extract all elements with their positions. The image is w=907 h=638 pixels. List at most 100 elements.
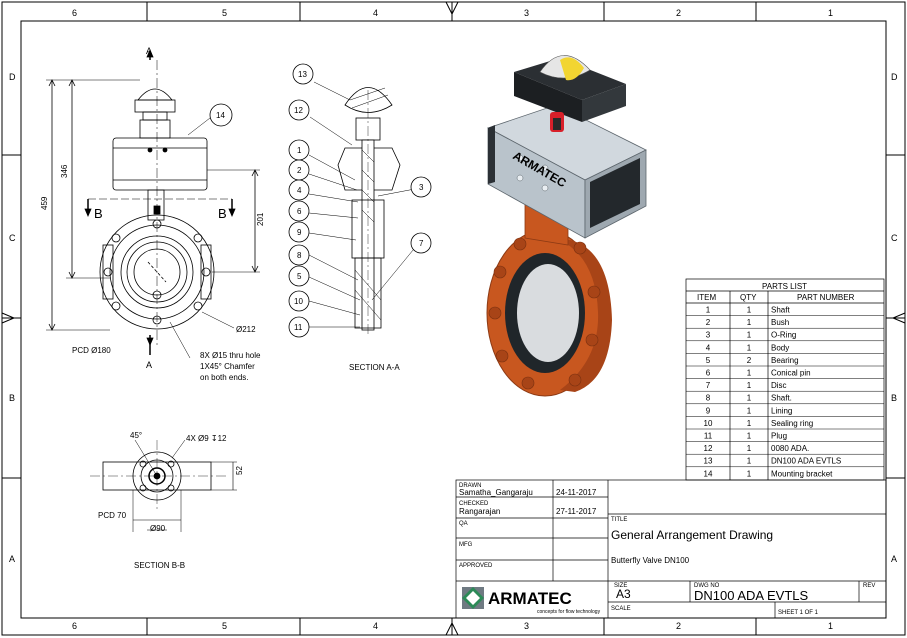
parts-list-qty: 1 (747, 343, 752, 352)
balloon-12: 12 (294, 106, 303, 115)
parts-list-title: PARTS LIST (762, 282, 807, 291)
title-block-grid (455, 479, 887, 619)
drawn-date: 24-11-2017 (556, 488, 597, 497)
parts-list-qty: 1 (747, 444, 752, 453)
zone-row-left-d: D (9, 72, 16, 82)
parts-list-part-number: Shaft (771, 306, 790, 315)
balloon-10: 10 (294, 297, 303, 306)
dimension-346: 346 (60, 164, 69, 178)
zone-labels: 6 5 4 3 2 1 6 5 4 3 2 1 D C B A D C B A (9, 8, 898, 631)
dimension-459: 459 (40, 196, 49, 210)
parts-list-qty: 1 (747, 331, 752, 340)
size-label: SIZE (614, 583, 627, 589)
parts-list-item: 11 (704, 432, 713, 441)
balloon-7: 7 (419, 239, 424, 248)
drawn-label: DRAWN (459, 483, 481, 489)
balloon-3: 3 (419, 183, 424, 192)
parts-list-qty: 1 (747, 469, 752, 478)
parts-list-item: 9 (706, 406, 711, 415)
balloon-5: 5 (297, 272, 302, 281)
zone-col-top-5: 5 (222, 8, 227, 18)
valve-render (486, 55, 647, 397)
parts-list-qty: 1 (747, 381, 752, 390)
section-b-right-label: B (218, 206, 227, 221)
balloon-9: 9 (297, 228, 302, 237)
balloon-4: 4 (297, 186, 302, 195)
rev-label: REV (863, 583, 875, 589)
dimension-pcd-70: PCD 70 (98, 511, 127, 520)
parts-list-part-number: Body (771, 343, 789, 352)
parts-list-item: 2 (706, 318, 711, 327)
zone-col-bot-4: 4 (373, 621, 378, 631)
zone-col-top-1: 1 (828, 8, 833, 18)
zone-col-bot-3: 3 (524, 621, 529, 631)
parts-list-qty: 1 (747, 394, 752, 403)
logo-tagline: concepts for flow technology (537, 609, 601, 615)
balloon-13: 13 (298, 70, 307, 79)
parts-list-qty: 1 (747, 457, 752, 466)
title-block: DRAWN Samatha_Gangaraju 24-11-2017 CHECK… (459, 483, 875, 616)
section-b-left-label: B (94, 206, 103, 221)
zone-col-bot-1: 1 (828, 621, 833, 631)
section-bb-title: SECTION B-B (134, 561, 185, 570)
section-a-top-label: A (146, 46, 152, 56)
parts-list-qty: 1 (747, 369, 752, 378)
parts-list-qty: 1 (747, 318, 752, 327)
parts-list-item: 4 (706, 343, 711, 352)
title-sub: Butterfly Valve DN100 (611, 556, 690, 565)
parts-list-item: 3 (706, 331, 711, 340)
zone-col-bot-2: 2 (676, 621, 681, 631)
balloon-11: 11 (294, 323, 303, 332)
section-a-bottom-label: A (146, 360, 152, 370)
balloon-14-label: 14 (216, 111, 225, 120)
parts-list-item: 6 (706, 369, 711, 378)
parts-list-part-number: 0080 ADA. (771, 444, 809, 453)
parts-list-qty: 1 (747, 419, 752, 428)
parts-list-qty: 2 (747, 356, 752, 365)
parts-list-qty: 1 (747, 406, 752, 415)
hole-note-line-3: on both ends. (200, 373, 248, 382)
holes-note: 4X Ø9 ↧12 (186, 434, 227, 443)
parts-list-item: 5 (706, 356, 711, 365)
parts-list-part-number: Sealing ring (771, 419, 813, 428)
logo-text: ARMATEC (488, 589, 572, 608)
dimension-52: 52 (235, 466, 244, 475)
scale-label: SCALE (611, 606, 631, 612)
zone-col-top-4: 4 (373, 8, 378, 18)
dimension-dia-212: Ø212 (236, 325, 256, 334)
parts-list-qty: 1 (747, 432, 752, 441)
zone-col-top-2: 2 (676, 8, 681, 18)
front-view (46, 48, 260, 359)
parts-list-item: 1 (706, 306, 711, 315)
drawn-name: Samatha_Gangaraju (459, 488, 533, 497)
section-aa-labels: 13 12 1 2 4 6 9 8 5 10 11 3 7 SECTION A-… (294, 70, 424, 372)
parts-list-part-number: Plug (771, 432, 787, 441)
section-bb-labels: 45° 4X Ø9 ↧12 52 PCD 70 Ø90 SECTION B-B (98, 431, 244, 570)
parts-list-part-number: Bush (771, 318, 789, 327)
zone-row-right-d: D (891, 72, 898, 82)
dimension-pcd-180: PCD Ø180 (72, 346, 111, 355)
approved-label: APPROVED (459, 563, 493, 569)
balloon-8: 8 (297, 251, 302, 260)
checked-name: Rangarajan (459, 507, 500, 516)
zone-col-bot-5: 5 (222, 621, 227, 631)
title-label: TITLE (611, 517, 627, 523)
mfg-label: MFG (459, 542, 473, 548)
zone-row-right-c: C (891, 233, 898, 243)
sheet-number: SHEET 1 OF 1 (778, 610, 819, 616)
parts-list-header-qty: QTY (740, 293, 757, 302)
balloon-1: 1 (297, 146, 302, 155)
checked-label: CHECKED (459, 501, 489, 507)
parts-list-item: 14 (704, 469, 713, 478)
qa-label: QA (459, 521, 468, 527)
zone-row-left-c: C (9, 233, 16, 243)
armatec-logo: ARMATEC concepts for flow technology (462, 587, 601, 615)
title-main: General Arrangement Drawing (611, 528, 773, 542)
parts-list-header-item: ITEM (697, 293, 716, 302)
parts-list-item: 13 (704, 457, 713, 466)
zone-col-bot-6: 6 (72, 621, 77, 631)
parts-list-item: 8 (706, 394, 711, 403)
zone-row-left-a: A (9, 554, 15, 564)
